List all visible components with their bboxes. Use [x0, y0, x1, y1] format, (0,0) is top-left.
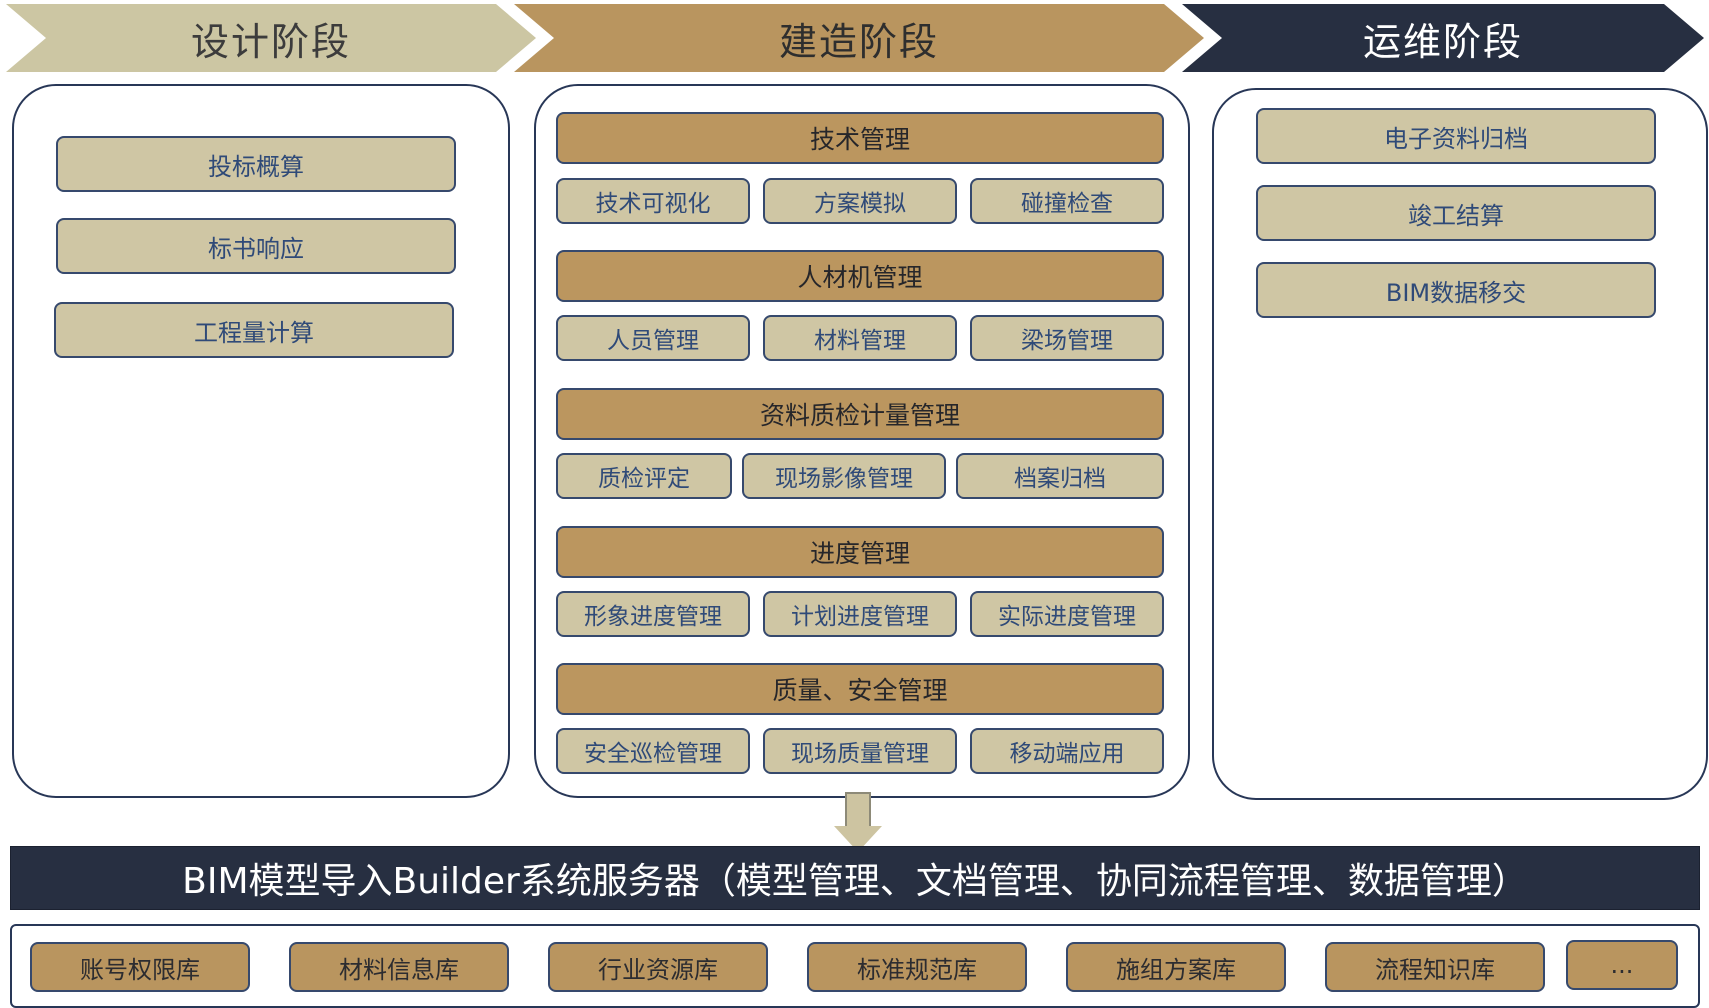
design-item[interactable]: 投标概算 [56, 136, 456, 192]
sub-item[interactable]: 碰撞检查 [970, 178, 1164, 224]
sub-item[interactable]: 现场质量管理 [763, 728, 957, 774]
phase-design: 设计阶段 [6, 4, 536, 72]
database-item[interactable]: 材料信息库 [289, 942, 509, 992]
ops-item[interactable]: BIM数据移交 [1256, 262, 1656, 318]
server-bar: BIM模型导入Builder系统服务器（模型管理、文档管理、协同流程管理、数据管… [10, 846, 1700, 910]
database-item[interactable]: 流程知识库 [1325, 942, 1545, 992]
sub-item[interactable]: 材料管理 [763, 315, 957, 361]
group-header-documents[interactable]: 资料质检计量管理 [556, 388, 1164, 440]
sub-item[interactable]: 档案归档 [956, 453, 1164, 499]
down-arrow-shaft-icon [845, 792, 871, 830]
phase-ops-label: 运维阶段 [1362, 19, 1523, 64]
database-item[interactable]: 行业资源库 [548, 942, 768, 992]
ops-item[interactable]: 电子资料归档 [1256, 108, 1656, 164]
design-item[interactable]: 标书响应 [56, 218, 456, 274]
database-item[interactable]: 账号权限库 [30, 942, 250, 992]
sub-item[interactable]: 安全巡检管理 [556, 728, 750, 774]
sub-item[interactable]: 技术可视化 [556, 178, 750, 224]
sub-item[interactable]: 计划进度管理 [763, 591, 957, 637]
group-header-resources[interactable]: 人材机管理 [556, 250, 1164, 302]
design-panel [12, 84, 510, 798]
phase-build: 建造阶段 [514, 4, 1204, 72]
server-label: BIM模型导入Builder系统服务器（模型管理、文档管理、协同流程管理、数据管… [182, 861, 1528, 902]
sub-item[interactable]: 梁场管理 [970, 315, 1164, 361]
design-item[interactable]: 工程量计算 [54, 302, 454, 358]
ops-item[interactable]: 竣工结算 [1256, 185, 1656, 241]
group-header-tech[interactable]: 技术管理 [556, 112, 1164, 164]
sub-item[interactable]: 人员管理 [556, 315, 750, 361]
sub-item[interactable]: 实际进度管理 [970, 591, 1164, 637]
phase-build-label: 建造阶段 [778, 19, 939, 64]
sub-item[interactable]: 质检评定 [556, 453, 732, 499]
sub-item[interactable]: 移动端应用 [970, 728, 1164, 774]
sub-item[interactable]: 现场影像管理 [742, 453, 946, 499]
sub-item[interactable]: 形象进度管理 [556, 591, 750, 637]
phase-design-label: 设计阶段 [190, 19, 351, 64]
sub-item[interactable]: 方案模拟 [763, 178, 957, 224]
phase-ops: 运维阶段 [1182, 4, 1704, 72]
group-header-quality-safety[interactable]: 质量、安全管理 [556, 663, 1164, 715]
database-item[interactable]: 标准规范库 [807, 942, 1027, 992]
database-item-more[interactable]: ... [1566, 940, 1678, 990]
group-header-progress[interactable]: 进度管理 [556, 526, 1164, 578]
database-item[interactable]: 施组方案库 [1066, 942, 1286, 992]
